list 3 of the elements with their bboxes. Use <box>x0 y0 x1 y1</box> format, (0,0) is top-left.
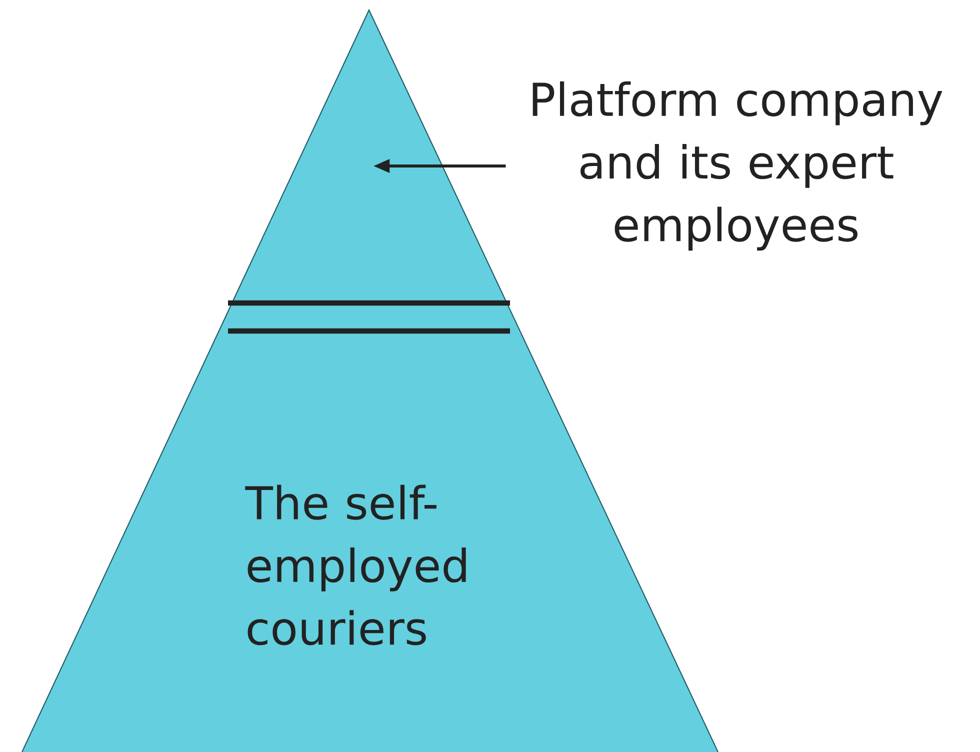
pyramid-top <box>232 8 508 304</box>
label-text: Platform company and its expert employees <box>532 81 942 251</box>
leader-arrow <box>374 159 506 173</box>
